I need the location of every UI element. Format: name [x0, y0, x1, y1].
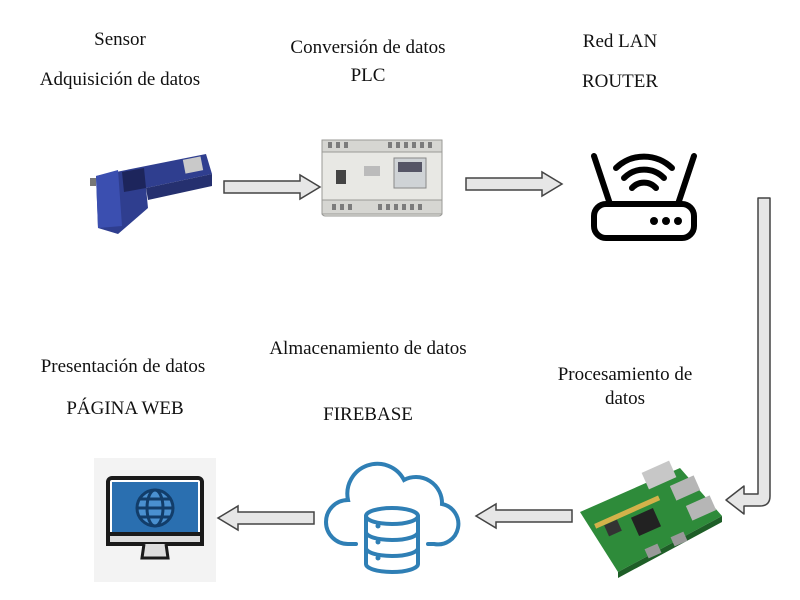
cloud-database-icon: [322, 460, 462, 578]
arrow-sensor-to-plc: [222, 173, 322, 201]
router-subtitle: ROUTER: [582, 71, 658, 92]
processing-title: Procesamiento de datos: [557, 364, 693, 409]
raspberry-pi-board-icon: [576, 460, 726, 580]
router-title: Red LAN: [582, 31, 658, 52]
storage-title: Almacenamiento de datos: [269, 338, 467, 359]
sensor-title: Sensor: [94, 29, 146, 50]
arrow-processing-to-storage: [474, 502, 574, 530]
plc-subtitle: PLC: [350, 65, 386, 86]
presentation-title: Presentación de datos: [40, 356, 206, 377]
presentation-subtitle: PÁGINA WEB: [66, 398, 184, 419]
monitor-globe-icon: [94, 458, 216, 582]
fork-sensor-icon: [88, 136, 216, 236]
storage-subtitle: FIREBASE: [323, 404, 413, 425]
sensor-subtitle: Adquisición de datos: [39, 69, 201, 90]
arrow-router-to-processing: [722, 196, 774, 522]
plc-device-icon: [318, 136, 446, 224]
arrow-storage-to-presentation: [216, 504, 316, 532]
router-icon: [586, 138, 702, 246]
plc-title: Conversión de datos: [290, 37, 446, 58]
arrow-plc-to-router: [464, 170, 564, 198]
